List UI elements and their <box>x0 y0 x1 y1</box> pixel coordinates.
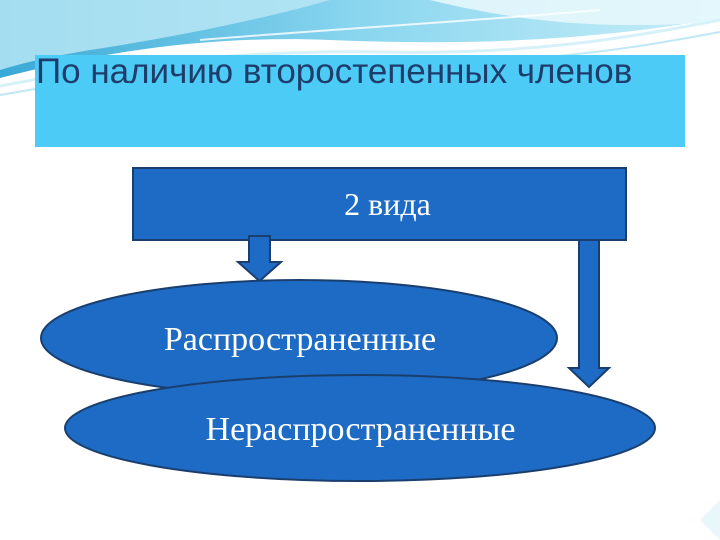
slide-title: По наличию второстепенных членов <box>36 52 633 91</box>
root-box <box>132 167 627 241</box>
wave-shape <box>0 0 330 70</box>
arrow-down-right <box>566 239 612 389</box>
root-label: 2 вида <box>344 186 431 222</box>
title-band <box>35 55 685 147</box>
wave-shape <box>199 9 601 41</box>
wave-shape <box>700 500 720 540</box>
node-undistributed-label: Нераспространенные <box>205 411 516 448</box>
node-distributed-label: Распространенные <box>163 321 437 358</box>
node-undistributed-ellipse <box>64 374 656 482</box>
arrow-down-left <box>235 235 284 283</box>
